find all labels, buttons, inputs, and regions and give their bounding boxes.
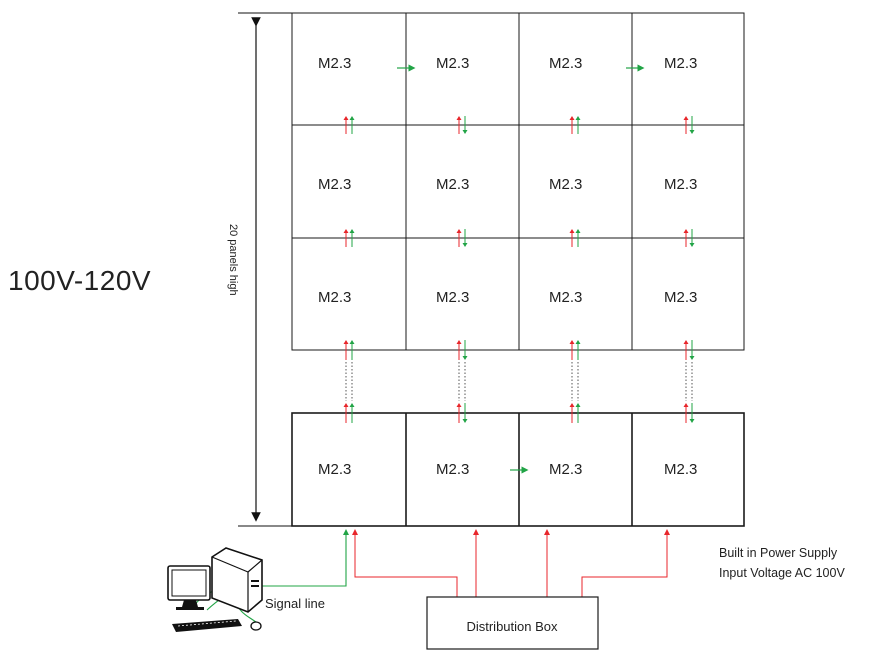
bottom-panel-row bbox=[291, 412, 745, 527]
panel-label: M2.3 bbox=[549, 289, 582, 306]
panel-label: M2.3 bbox=[664, 55, 697, 72]
arrowhead bbox=[349, 403, 355, 407]
keyboard-icon bbox=[172, 619, 242, 632]
panel-label: M2.3 bbox=[436, 55, 469, 72]
computer-icon bbox=[167, 547, 263, 613]
arrowhead bbox=[575, 229, 581, 233]
arrowhead bbox=[462, 419, 468, 423]
panel-label: M2.3 bbox=[549, 176, 582, 193]
voltage-label: 100V-120V bbox=[8, 265, 151, 296]
panel-labels: M2.3 M2.3 M2.3 M2.3 M2.3 M2.3 M2.3 M2.3 … bbox=[318, 55, 697, 478]
panel-label: M2.3 bbox=[549, 55, 582, 72]
arrowhead bbox=[456, 340, 462, 344]
power-cabling bbox=[352, 529, 670, 597]
panel-label: M2.3 bbox=[436, 461, 469, 478]
arrowhead bbox=[462, 130, 468, 134]
arrowhead bbox=[569, 229, 575, 233]
arrowhead bbox=[343, 116, 349, 120]
panel-label: M2.3 bbox=[318, 176, 351, 193]
arrowhead bbox=[456, 116, 462, 120]
arrowhead bbox=[462, 243, 468, 247]
arrowhead bbox=[575, 116, 581, 120]
arrowhead bbox=[689, 130, 695, 134]
arrowhead bbox=[462, 356, 468, 360]
arrowhead bbox=[349, 229, 355, 233]
arrowhead bbox=[456, 403, 462, 407]
arrowhead bbox=[575, 340, 581, 344]
distribution-box: Distribution Box bbox=[426, 596, 599, 650]
panel-label: M2.3 bbox=[664, 289, 697, 306]
arrowhead bbox=[569, 403, 575, 407]
arrowhead bbox=[343, 340, 349, 344]
arrowhead bbox=[683, 403, 689, 407]
arrowhead bbox=[349, 116, 355, 120]
arrowhead bbox=[569, 340, 575, 344]
panel-label: M2.3 bbox=[318, 55, 351, 72]
arrowhead bbox=[349, 340, 355, 344]
arrowhead bbox=[689, 243, 695, 247]
panel-label: M2.3 bbox=[664, 176, 697, 193]
panel-label: M2.3 bbox=[318, 461, 351, 478]
height-dimension-label: 20 panels high bbox=[227, 224, 239, 296]
arrowhead bbox=[683, 340, 689, 344]
vertical-connector-arrows bbox=[343, 116, 695, 423]
power-note-line1: Built in Power Supply bbox=[719, 546, 838, 560]
arrowhead bbox=[575, 403, 581, 407]
horizontal-signal-arrows bbox=[397, 64, 645, 474]
arrowhead bbox=[683, 229, 689, 233]
top-panel-grid bbox=[291, 12, 745, 351]
power-note: Built in Power Supply Input Voltage AC 1… bbox=[719, 546, 845, 580]
panel-label: M2.3 bbox=[436, 176, 469, 193]
arrowhead bbox=[343, 229, 349, 233]
arrowhead bbox=[456, 229, 462, 233]
arrowhead bbox=[689, 356, 695, 360]
mouse-icon bbox=[250, 621, 262, 631]
continuation-dots bbox=[345, 362, 693, 401]
arrowhead bbox=[689, 419, 695, 423]
arrowhead bbox=[683, 116, 689, 120]
power-note-line2: Input Voltage AC 100V bbox=[719, 566, 845, 580]
height-dimension: 20 panels high bbox=[227, 12, 292, 527]
panel-label: M2.3 bbox=[664, 461, 697, 478]
panel-label: M2.3 bbox=[318, 289, 351, 306]
distribution-box-label: Distribution Box bbox=[466, 619, 558, 634]
panel-label: M2.3 bbox=[436, 289, 469, 306]
panel-label: M2.3 bbox=[549, 461, 582, 478]
arrowhead bbox=[343, 403, 349, 407]
signal-line-label: Signal line bbox=[265, 596, 325, 611]
arrowhead bbox=[569, 116, 575, 120]
